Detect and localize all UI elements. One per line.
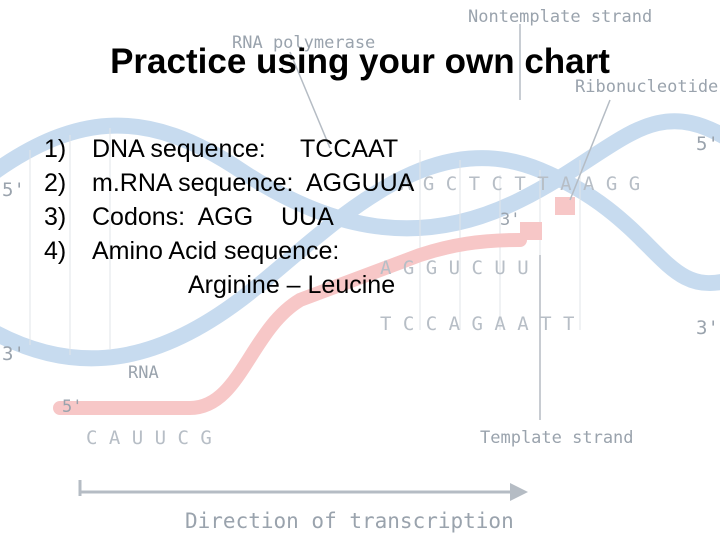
dna-strand-upper (0, 113, 720, 237)
page-title: Practice using your own chart (110, 42, 610, 81)
mrna-sequence-text: m.RNA sequence: AGGUUA (92, 169, 415, 197)
three-prime-label-left: 3' (2, 343, 25, 365)
nontemplate-strand-label: Nontemplate strand (468, 7, 652, 27)
ribonucleotide-label: Ribonucleotide (575, 77, 718, 97)
list-item-number: 2) (44, 169, 67, 197)
three-prime-label-rna: 3' (500, 210, 520, 230)
five-prime-label-rna: 5' (62, 397, 82, 417)
direction-label: Direction of transcription (185, 509, 514, 533)
direction-arrowhead (510, 483, 528, 501)
rna-strand (53, 233, 527, 415)
dna-sequence-text: DNA sequence: TCCAAT (92, 135, 399, 163)
rna-end-marker (520, 222, 542, 240)
three-prime-label-right: 3' (696, 317, 719, 339)
list-item-number: 1) (44, 135, 67, 163)
five-prime-label-left: 5' (2, 179, 25, 201)
list-item-number: 3) (44, 203, 67, 231)
list-item-number: 4) (44, 237, 67, 265)
rna-polymerase-label: RNA polymerase (232, 33, 375, 53)
amino-acid-result: Arginine – Leucine (188, 271, 396, 299)
ribonucleotide-marker (555, 197, 575, 215)
top-strand-bases: A G C T C T T A A G G (400, 173, 640, 195)
amino-acid-label: Amino Acid sequence: (92, 237, 340, 265)
rna-bases: C A U U C G (86, 427, 212, 449)
dna-strand-lower (0, 150, 720, 367)
bottom-strand-bases: T C C A G A A T T (380, 313, 574, 335)
base-pair-rungs (29, 128, 581, 355)
five-prime-label-right: 5' (696, 133, 719, 155)
rna-label: RNA (128, 363, 159, 383)
middle-bases: A G G U C U U (380, 257, 529, 279)
codons-text: Codons: AGG UUA (92, 203, 334, 231)
template-strand-label: Template strand (480, 428, 634, 448)
